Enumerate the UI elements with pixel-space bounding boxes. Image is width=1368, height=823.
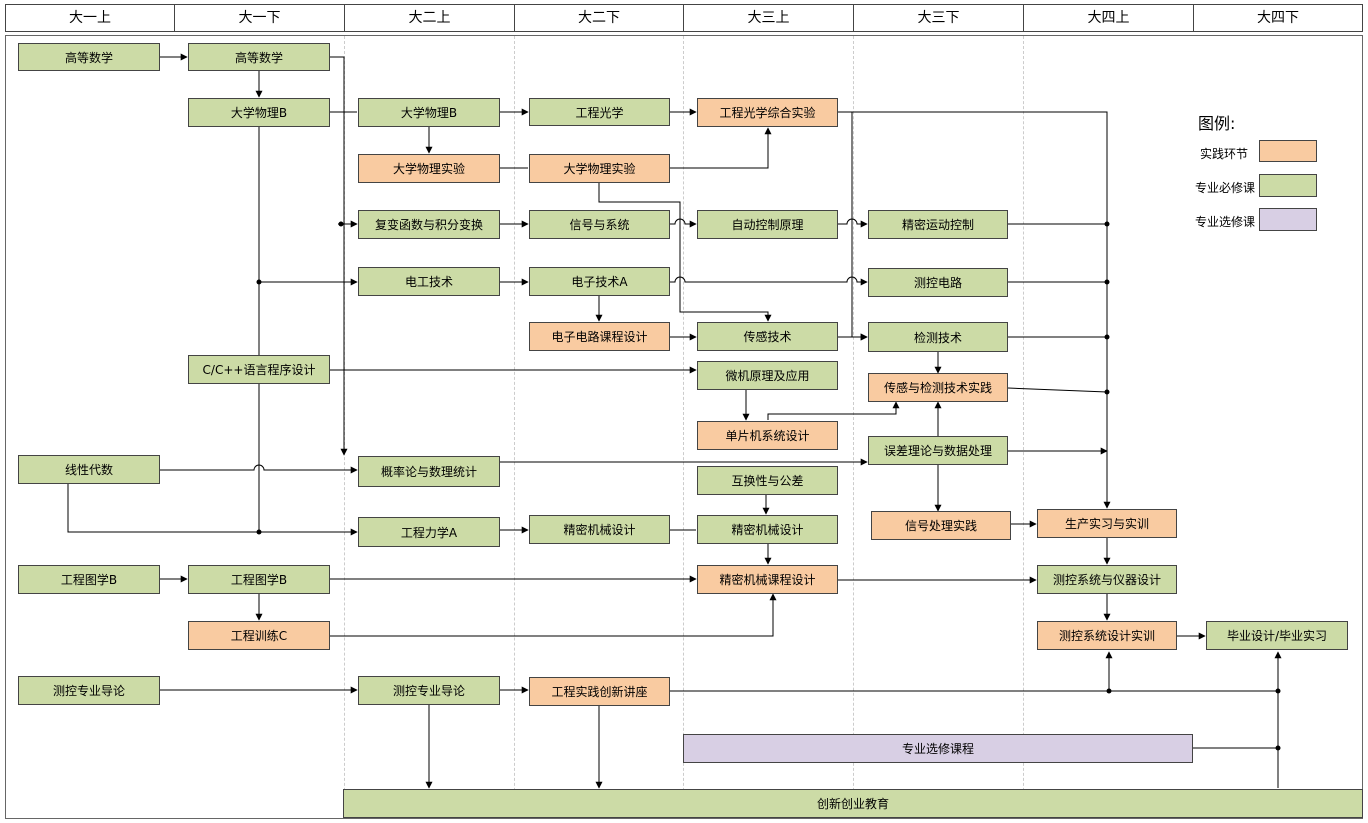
course-physics-lab-1: 大学物理实验 [358, 154, 500, 183]
course-physics-b-2: 大学物理B [358, 98, 500, 127]
course-graduation: 毕业设计/毕业实习 [1206, 621, 1348, 650]
course-innovation-education: 创新创业教育 [343, 789, 1363, 818]
course-electrical-tech: 电工技术 [358, 267, 500, 296]
course-microcomputer: 微机原理及应用 [697, 361, 838, 390]
column-divider [1023, 36, 1024, 816]
course-error-theory: 误差理论与数据处理 [868, 436, 1008, 465]
legend-label-required: 专业必修课 [1195, 181, 1256, 195]
diagram-frame [5, 35, 1363, 819]
course-sensor-tech: 传感技术 [697, 322, 838, 351]
course-circuit-design: 电子电路课程设计 [529, 322, 670, 351]
course-complex-functions: 复变函数与积分变换 [358, 210, 500, 239]
course-precision-motion-control: 精密运动控制 [868, 210, 1008, 239]
course-detection-tech: 检测技术 [868, 322, 1008, 352]
course-probability: 概率论与数理统计 [358, 456, 500, 487]
course-mech-course-design: 精密机械课程设计 [697, 565, 838, 594]
course-math-1: 高等数学 [18, 43, 160, 71]
legend-title: 图例: [1198, 114, 1236, 133]
semester-header-1: 大一上 [5, 4, 175, 32]
course-electives: 专业选修课程 [683, 734, 1193, 763]
course-innovation-lecture: 工程实践创新讲座 [529, 677, 670, 706]
course-mc-system-design: 测控系统与仪器设计 [1037, 565, 1177, 594]
course-physics-b-1: 大学物理B [188, 98, 330, 127]
course-electronics-a: 电子技术A [529, 267, 670, 296]
course-math-2: 高等数学 [188, 43, 330, 71]
semester-header-6: 大三下 [853, 4, 1024, 32]
course-measurement-circuits: 测控电路 [868, 268, 1008, 297]
column-divider [514, 36, 515, 816]
course-signals-systems: 信号与系统 [529, 210, 670, 239]
course-mc-system-practice: 测控系统设计实训 [1037, 621, 1177, 650]
course-automatic-control: 自动控制原理 [697, 210, 838, 239]
legend-label-elective: 专业选修课 [1195, 215, 1256, 229]
legend-swatch-practice [1259, 140, 1317, 162]
course-production-practice: 生产实习与实训 [1037, 509, 1177, 538]
course-tolerance: 互换性与公差 [697, 466, 838, 495]
course-engineering-drawing-1: 工程图学B [18, 565, 160, 594]
course-intro-1: 测控专业导论 [18, 676, 160, 705]
course-engineering-mechanics: 工程力学A [358, 517, 500, 547]
course-signal-processing: 信号处理实践 [871, 511, 1011, 540]
semester-header-2: 大一下 [174, 4, 345, 32]
course-precision-mech-2: 精密机械设计 [697, 515, 838, 544]
course-precision-mech-1: 精密机械设计 [529, 515, 670, 544]
course-engineering-drawing-2: 工程图学B [188, 565, 330, 594]
course-c-programming: C/C++语言程序设计 [188, 355, 330, 384]
legend-label-practice: 实践环节 [1200, 147, 1249, 161]
course-engineering-training: 工程训练C [188, 621, 330, 650]
course-linear-algebra: 线性代数 [18, 455, 160, 484]
course-mcu-design: 单片机系统设计 [697, 421, 838, 450]
course-physics-lab-2: 大学物理实验 [529, 154, 670, 183]
semester-header-7: 大四上 [1023, 4, 1194, 32]
legend-swatch-elective [1259, 208, 1317, 231]
course-sensor-practice: 传感与检测技术实践 [868, 373, 1008, 402]
semester-header-4: 大二下 [514, 4, 684, 32]
column-divider [683, 36, 684, 816]
course-engineering-optics: 工程光学 [529, 98, 670, 126]
semester-header-8: 大四下 [1193, 4, 1363, 32]
column-divider [853, 36, 854, 816]
semester-header-3: 大二上 [344, 4, 515, 32]
course-intro-2: 测控专业导论 [358, 676, 500, 705]
legend-swatch-required [1259, 174, 1317, 197]
course-optics-lab: 工程光学综合实验 [697, 98, 838, 127]
semester-header-5: 大三上 [683, 4, 854, 32]
